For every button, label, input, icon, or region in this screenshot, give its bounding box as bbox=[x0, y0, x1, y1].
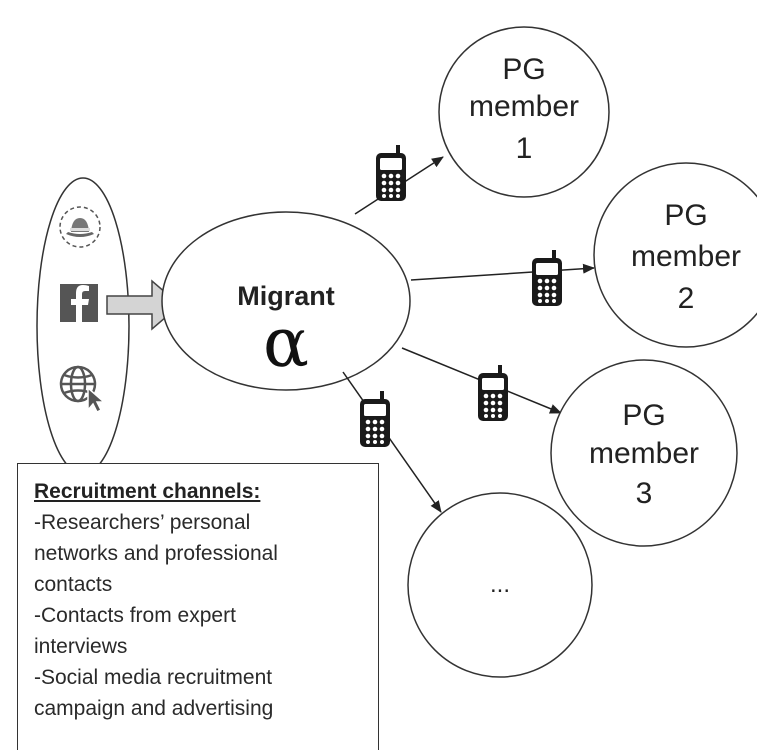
pg-member-line: member bbox=[589, 437, 699, 470]
pg-member-node bbox=[593, 162, 757, 348]
pg-member-node bbox=[407, 492, 593, 678]
phone-icon bbox=[376, 145, 406, 201]
globe-cursor-icon bbox=[59, 365, 106, 414]
pg-member-node bbox=[438, 26, 610, 198]
legend-title: Recruitment channels: bbox=[34, 480, 261, 503]
pg-member-number: 2 bbox=[678, 282, 695, 315]
migrant-label: Migrant bbox=[237, 281, 335, 311]
phone-icon bbox=[360, 391, 390, 447]
pg-member-ellipsis: ... bbox=[490, 571, 510, 598]
arrow-to-member-2 bbox=[410, 263, 595, 281]
alpha-symbol: α bbox=[263, 304, 309, 383]
pg-member-line: member bbox=[469, 90, 579, 123]
legend-item: -Social media recruitment campaign and a… bbox=[34, 666, 274, 720]
hat-icon bbox=[59, 206, 101, 248]
pg-member-line: PG bbox=[622, 399, 665, 432]
pg-member-line: PG bbox=[502, 53, 545, 86]
pg-member-line: member bbox=[631, 240, 741, 273]
pg-member-node bbox=[550, 359, 738, 547]
pg-member-number: 1 bbox=[516, 132, 533, 165]
recruitment-channels-box: Recruitment channels: -Researchers’ pers… bbox=[17, 463, 379, 750]
migrant-node bbox=[161, 211, 411, 391]
pg-member-line: PG bbox=[664, 199, 707, 232]
pg-member-number: 3 bbox=[636, 477, 653, 510]
phone-icon bbox=[532, 250, 562, 306]
facebook-icon bbox=[60, 284, 98, 322]
legend-item: -Researchers’ personal networks and prof… bbox=[34, 511, 278, 596]
arrow-to-member-more bbox=[342, 371, 442, 513]
legend-item: -Contacts from expert interviews bbox=[34, 604, 236, 658]
phone-icon bbox=[478, 365, 508, 421]
